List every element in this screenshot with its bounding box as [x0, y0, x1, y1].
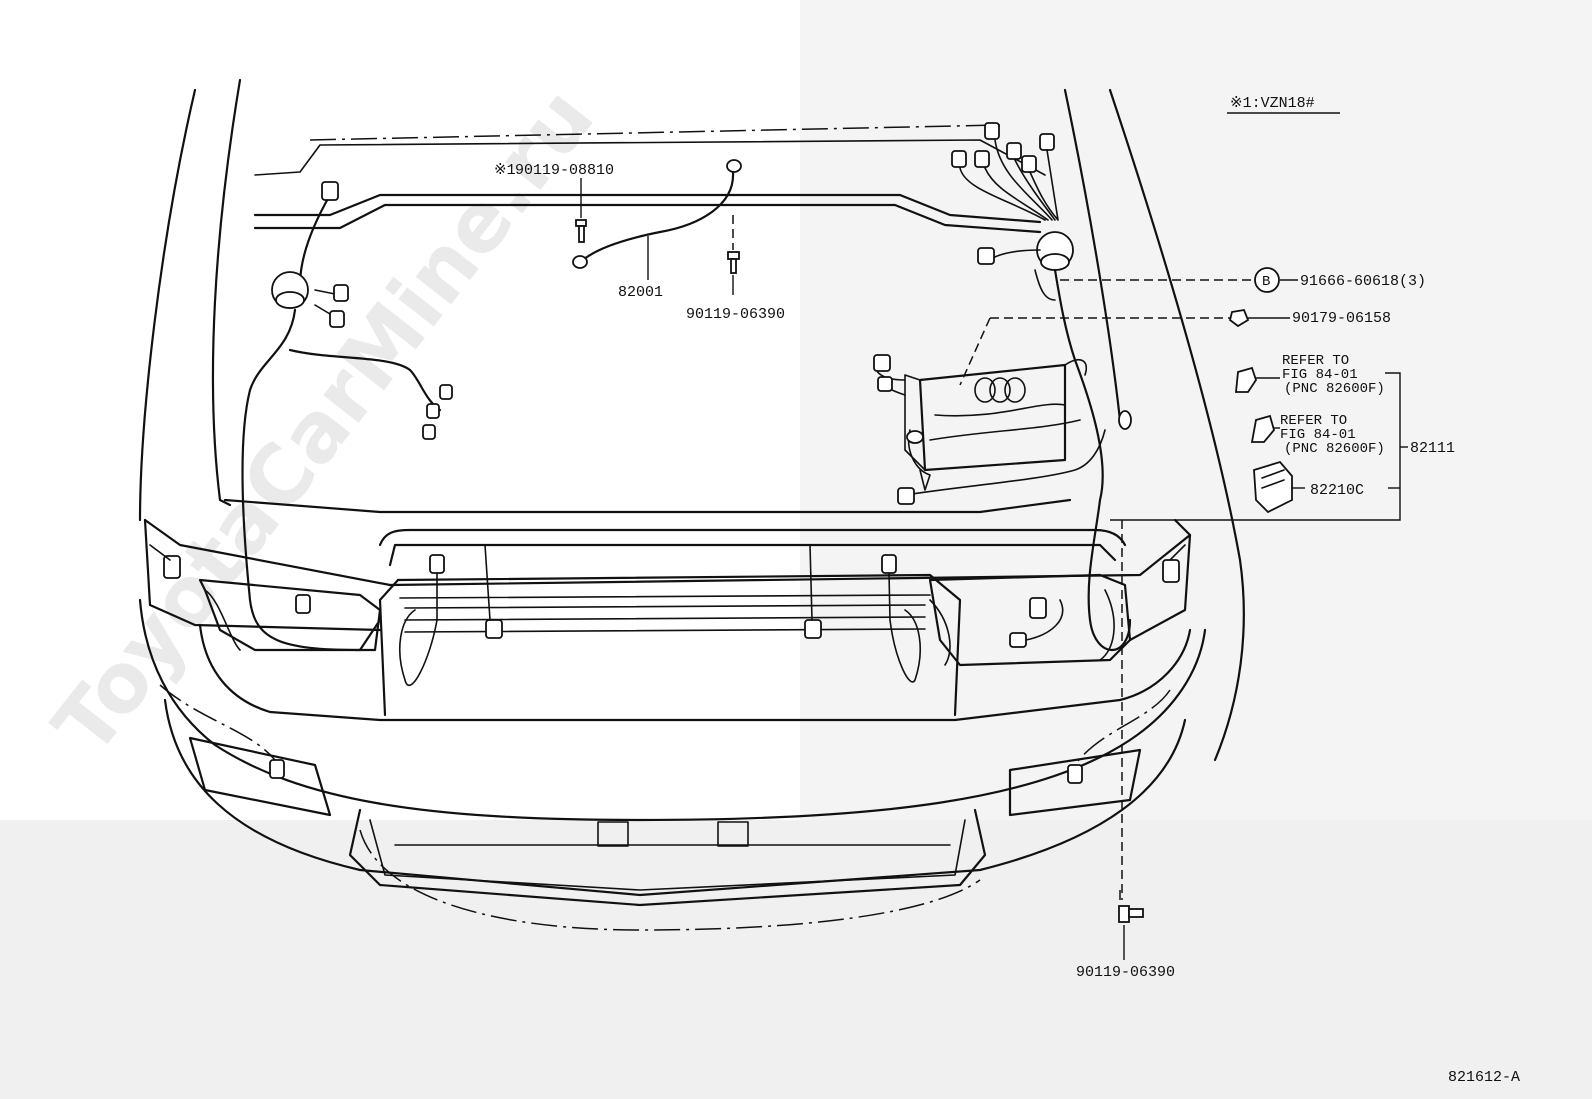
callout-b-letter: B: [1262, 274, 1270, 290]
background-panel-right: [800, 0, 1592, 820]
harness-left: [149, 181, 503, 779]
bolt-lower-label: 90119-06390: [1076, 964, 1175, 981]
refer2-line2: FIG 84-01: [1280, 427, 1356, 443]
text-labels: ※1:VZN18# ※1 90119-08810 82001 90119-063…: [494, 95, 1520, 1086]
refer2-line1: REFER TO: [1280, 413, 1347, 429]
part-82210c-label: 82210C: [1310, 482, 1364, 499]
ground-wire-82001: [572, 159, 742, 295]
figure-code: 821612-A: [1448, 1069, 1520, 1086]
background-panel-bottom: [0, 820, 1592, 1099]
part-91666-label: 91666-60618(3): [1300, 273, 1426, 290]
part-90179-label: 90179-06158: [1292, 310, 1391, 327]
bolt-note-part: 90119-08810: [515, 162, 614, 179]
wire-label-82001: 82001: [618, 284, 663, 301]
callout-lines: [959, 112, 1408, 960]
refer1-line3: (PNC 82600F): [1284, 381, 1385, 397]
vehicle-body-outline: [138, 78, 1245, 931]
refer1-line1: REFER TO: [1282, 353, 1349, 369]
part-82111-label: 82111: [1410, 440, 1455, 457]
refer2-line3: (PNC 82600F): [1284, 441, 1385, 457]
bolt-note-prefix: ※1: [494, 162, 516, 179]
variant-note: ※1:VZN18#: [1230, 95, 1315, 112]
bolt-upper-label: 90119-06390: [686, 306, 785, 323]
harness-right: [804, 122, 1186, 784]
refer1-line2: FIG 84-01: [1282, 367, 1358, 383]
